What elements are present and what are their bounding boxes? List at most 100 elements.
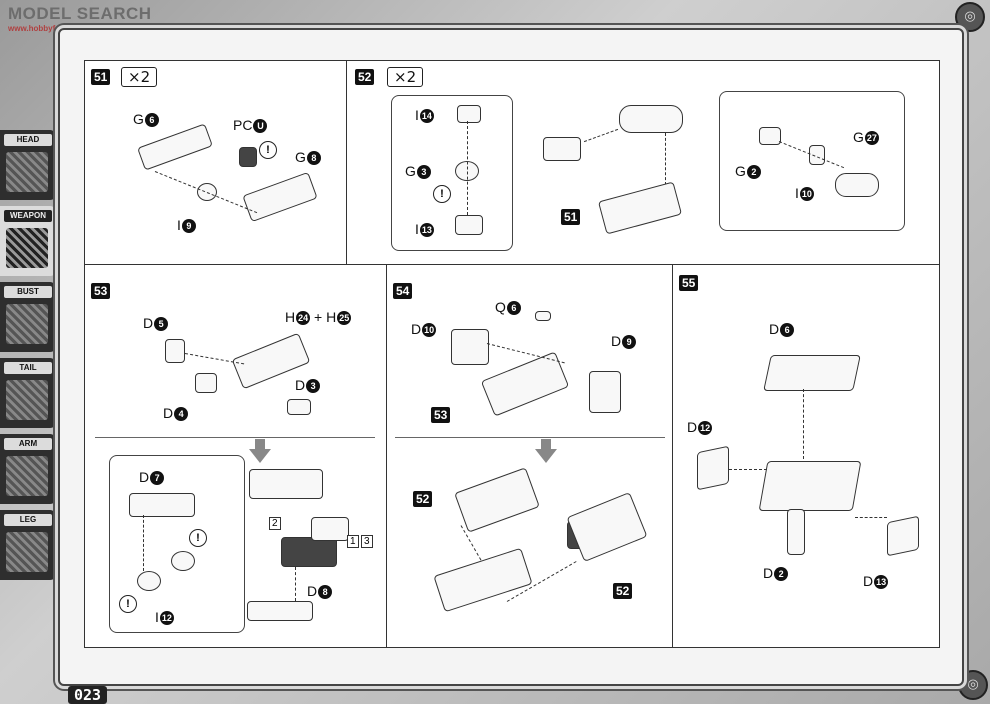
arrow-down-icon	[249, 439, 271, 463]
part-i10	[809, 145, 825, 165]
sidebar-tabs: HEAD WEAPON BUST TAIL ARM LEG	[0, 130, 56, 586]
tab-leg[interactable]: LEG	[0, 510, 56, 580]
part-q6	[535, 311, 551, 321]
reference-badge-52-b: 52	[613, 583, 633, 599]
part-d12	[697, 445, 729, 491]
subassembly-inset-left	[391, 95, 513, 251]
guide-line	[729, 469, 767, 470]
part-g2	[759, 127, 781, 145]
step-number: 51	[91, 69, 111, 85]
guide-line	[583, 128, 619, 143]
tab-label: LEG	[4, 514, 52, 526]
assembled-weapon	[433, 547, 533, 613]
weapon-icon	[6, 228, 48, 268]
zoids-logo-icon: ◎	[955, 2, 985, 32]
substep-3: 3	[361, 535, 373, 548]
guide-line	[803, 389, 804, 459]
guide-line	[855, 517, 887, 518]
subassembly-52-b	[566, 492, 648, 562]
step-number: 55	[679, 275, 699, 291]
tab-label: ARM	[4, 438, 52, 450]
page-number: 023	[68, 686, 108, 704]
subassembly-d7	[249, 469, 323, 499]
part-i12-a	[137, 571, 161, 591]
part-cylinder	[619, 105, 683, 133]
part-i9	[197, 183, 217, 201]
guide-line	[467, 121, 468, 215]
reference-badge-51: 51	[561, 209, 581, 225]
part-d5	[165, 339, 185, 363]
caution-icon: !	[259, 141, 277, 159]
part-dark-housing	[281, 537, 337, 567]
multiplier: ×2	[387, 67, 424, 87]
guide-line	[154, 171, 258, 214]
step-divider	[95, 437, 375, 438]
caution-icon: !	[433, 185, 451, 203]
part-i13	[455, 215, 483, 235]
multiplier: ×2	[121, 67, 158, 87]
part-base-frame	[758, 461, 862, 511]
tab-bust[interactable]: BUST	[0, 282, 56, 352]
tab-tail[interactable]: TAIL	[0, 358, 56, 428]
step-number: 52	[355, 69, 375, 85]
tail-icon	[6, 380, 48, 420]
part-i14	[457, 105, 481, 123]
reference-badge-53: 53	[431, 407, 451, 423]
part-pcu	[239, 147, 257, 167]
part-g27	[835, 173, 879, 197]
guide-line	[143, 515, 144, 571]
arm-icon	[6, 456, 48, 496]
bust-icon	[6, 304, 48, 344]
leg-icon	[6, 532, 48, 572]
tab-label: TAIL	[4, 362, 52, 374]
step-number: 53	[91, 283, 111, 299]
tab-label: HEAD	[4, 134, 52, 146]
part-i12-b	[171, 551, 195, 571]
tab-weapon[interactable]: WEAPON	[0, 206, 56, 276]
part-g6	[137, 123, 213, 171]
watermark: MODEL SEARCH www.hobbyfans.com	[8, 4, 152, 33]
subassembly-52-a	[454, 467, 540, 533]
part-upper	[311, 517, 349, 541]
watermark-url: www.hobbyfans.com	[8, 24, 88, 33]
part-d7	[129, 493, 195, 517]
tab-head[interactable]: HEAD	[0, 130, 56, 200]
assembled-joint	[543, 137, 581, 161]
reference-badge-52: 52	[413, 491, 433, 507]
tab-label: BUST	[4, 286, 52, 298]
part-d2	[787, 509, 805, 555]
part-d3	[287, 399, 311, 415]
substep-2: 2	[269, 517, 281, 530]
tab-arm[interactable]: ARM	[0, 434, 56, 504]
arrow-down-icon	[535, 439, 557, 463]
part-d10	[451, 329, 489, 365]
part-d6	[763, 355, 861, 391]
